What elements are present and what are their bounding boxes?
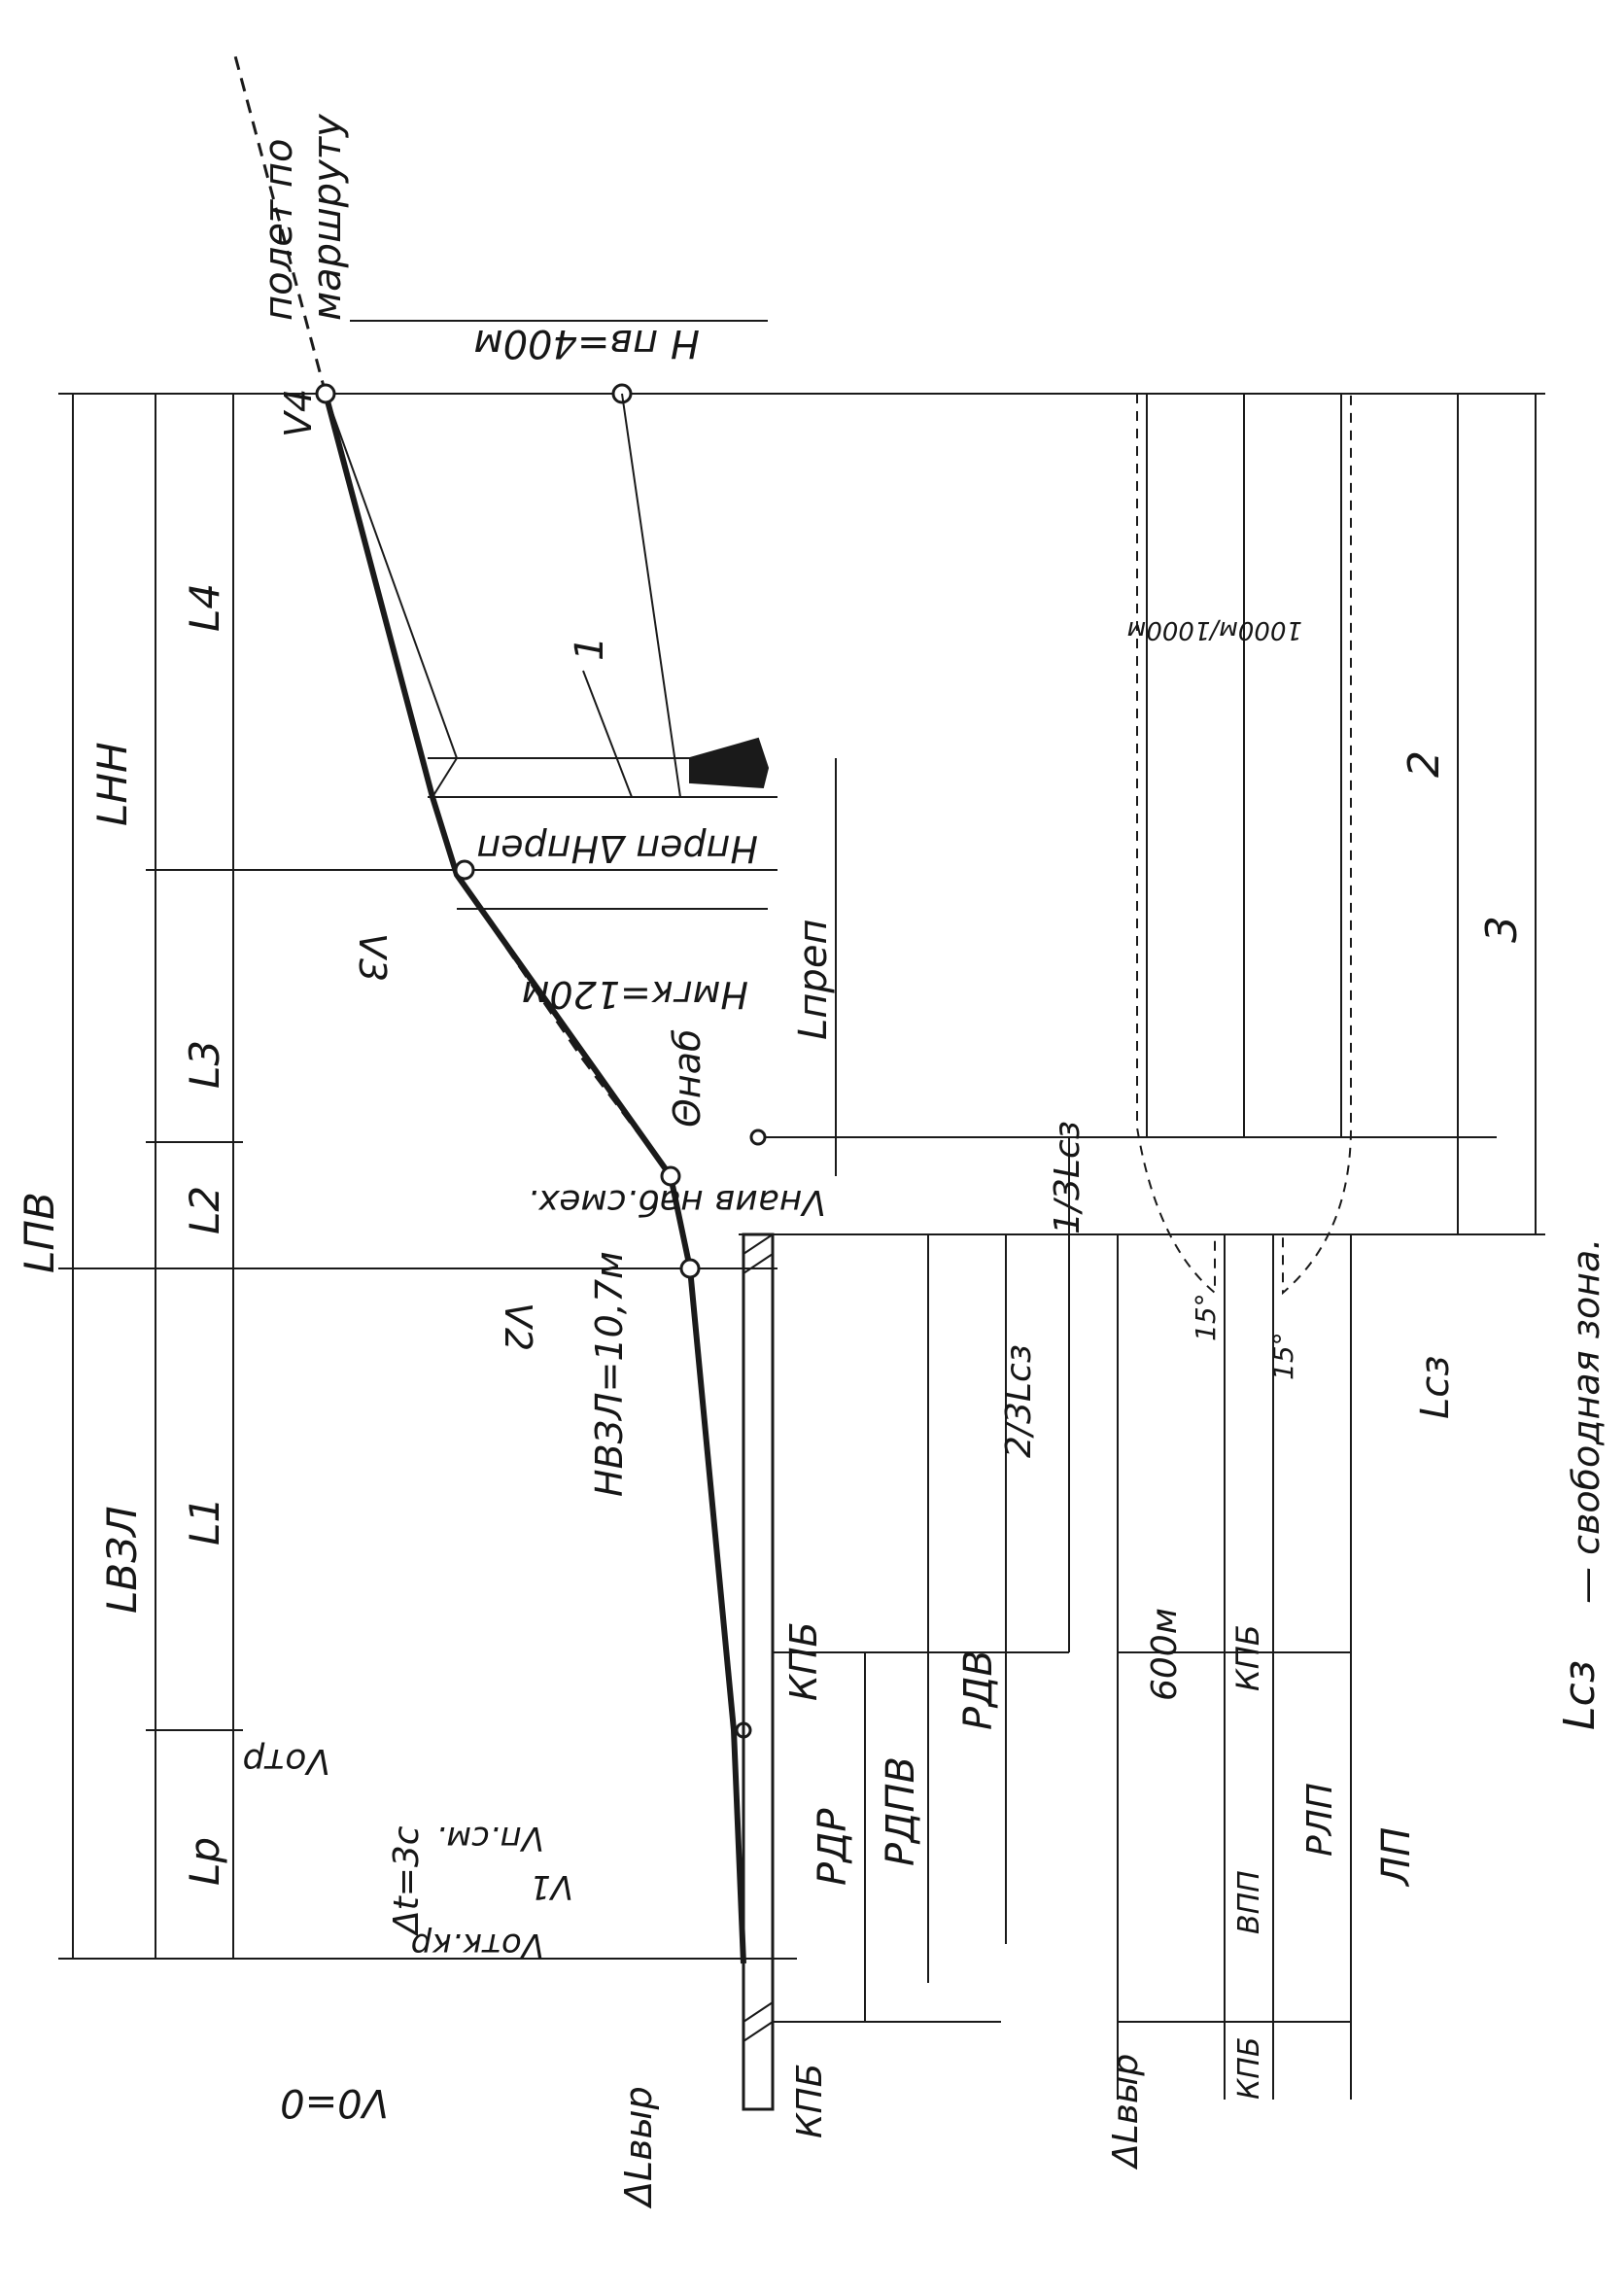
label-l-vzl: LВЗЛ [98,1506,146,1614]
label-m600: 600м [1145,1608,1185,1701]
label-h-prep: Нпреп ΔНпреп [476,827,758,870]
label-route: полет по [257,139,301,321]
label-legend-text: — свободная зона. [1565,1238,1607,1604]
label-v-ncm: Vп.см. [436,1819,544,1858]
label-kpb-bot: КПБ [790,2064,830,2138]
label-rdpv: РДПВ [879,1756,923,1866]
label-l-sz: Lсз [1413,1355,1458,1419]
label-dt: Δt=3с [387,1825,427,1937]
label-width: 1000м/1000м [1127,615,1302,644]
label-l3: L3 [181,1040,228,1089]
label-kpb3: КПБ [1232,2037,1266,2100]
label-rdv: РДВ [956,1650,1001,1730]
label-v0: V0=0 [280,2080,389,2125]
label-a15b: 15° [1267,1332,1299,1380]
label-a15a: 15° [1190,1293,1222,1341]
label-dl-vyr: ΔLвыр [617,2086,660,2209]
label-l-prep: Lпреп [791,919,836,1040]
runway-distance-dims [864,1137,1070,2022]
label-l13: 1/3Lсз [1048,1121,1088,1234]
label-lp: Lр [181,1837,228,1886]
clear-zone [1117,394,1537,2100]
reference-lines [58,320,1545,1960]
label-lp2: ЛП [1374,1827,1419,1888]
label-route2: маршруту [305,113,350,321]
label-num1: 1 [568,637,612,661]
label-v2: V2 [497,1302,539,1351]
dimension-lines-left [58,394,243,1959]
label-kpb2: КПБ [1229,1624,1266,1691]
runway-strip [742,1233,1069,2111]
label-num2: 2 [1399,750,1449,778]
obstacle [428,737,837,1176]
label-theta: Θнаб [666,1029,708,1128]
label-legend-sym: Lсз [1555,1660,1605,1730]
label-l-nn: LНН [88,742,136,826]
label-v-naiv: Vнаив наб.смех. [528,1182,826,1222]
label-l1: L1 [181,1497,228,1545]
label-v-otr: Vотр [243,1741,330,1781]
label-v4: V4 [277,389,320,437]
label-rdr: РДР [811,1808,855,1886]
label-v1: V1 [530,1867,573,1906]
label-l4: L4 [181,583,228,632]
label-h-mgk: Нмгк=120м [522,973,748,1016]
label-h-vzl: НВЗЛ=10,7м [588,1251,631,1497]
label-l2: L2 [181,1186,228,1234]
label-v-otk: Vотк.кр [411,1926,544,1964]
label-rlp: РЛП [1300,1783,1340,1857]
label-l-pv: LПВ [16,1192,63,1273]
label-vpp: ВПП [1232,1870,1266,1934]
label-kpb-top: КПБ [782,1621,825,1701]
label-l23: 2/3Lсз [999,1344,1039,1458]
label-h-pv: Н пв=400м [473,321,700,365]
label-num3: 3 [1477,916,1527,943]
label-dl-vyr2: ΔLвыр [1106,2054,1146,2170]
label-v3: V3 [351,933,394,982]
